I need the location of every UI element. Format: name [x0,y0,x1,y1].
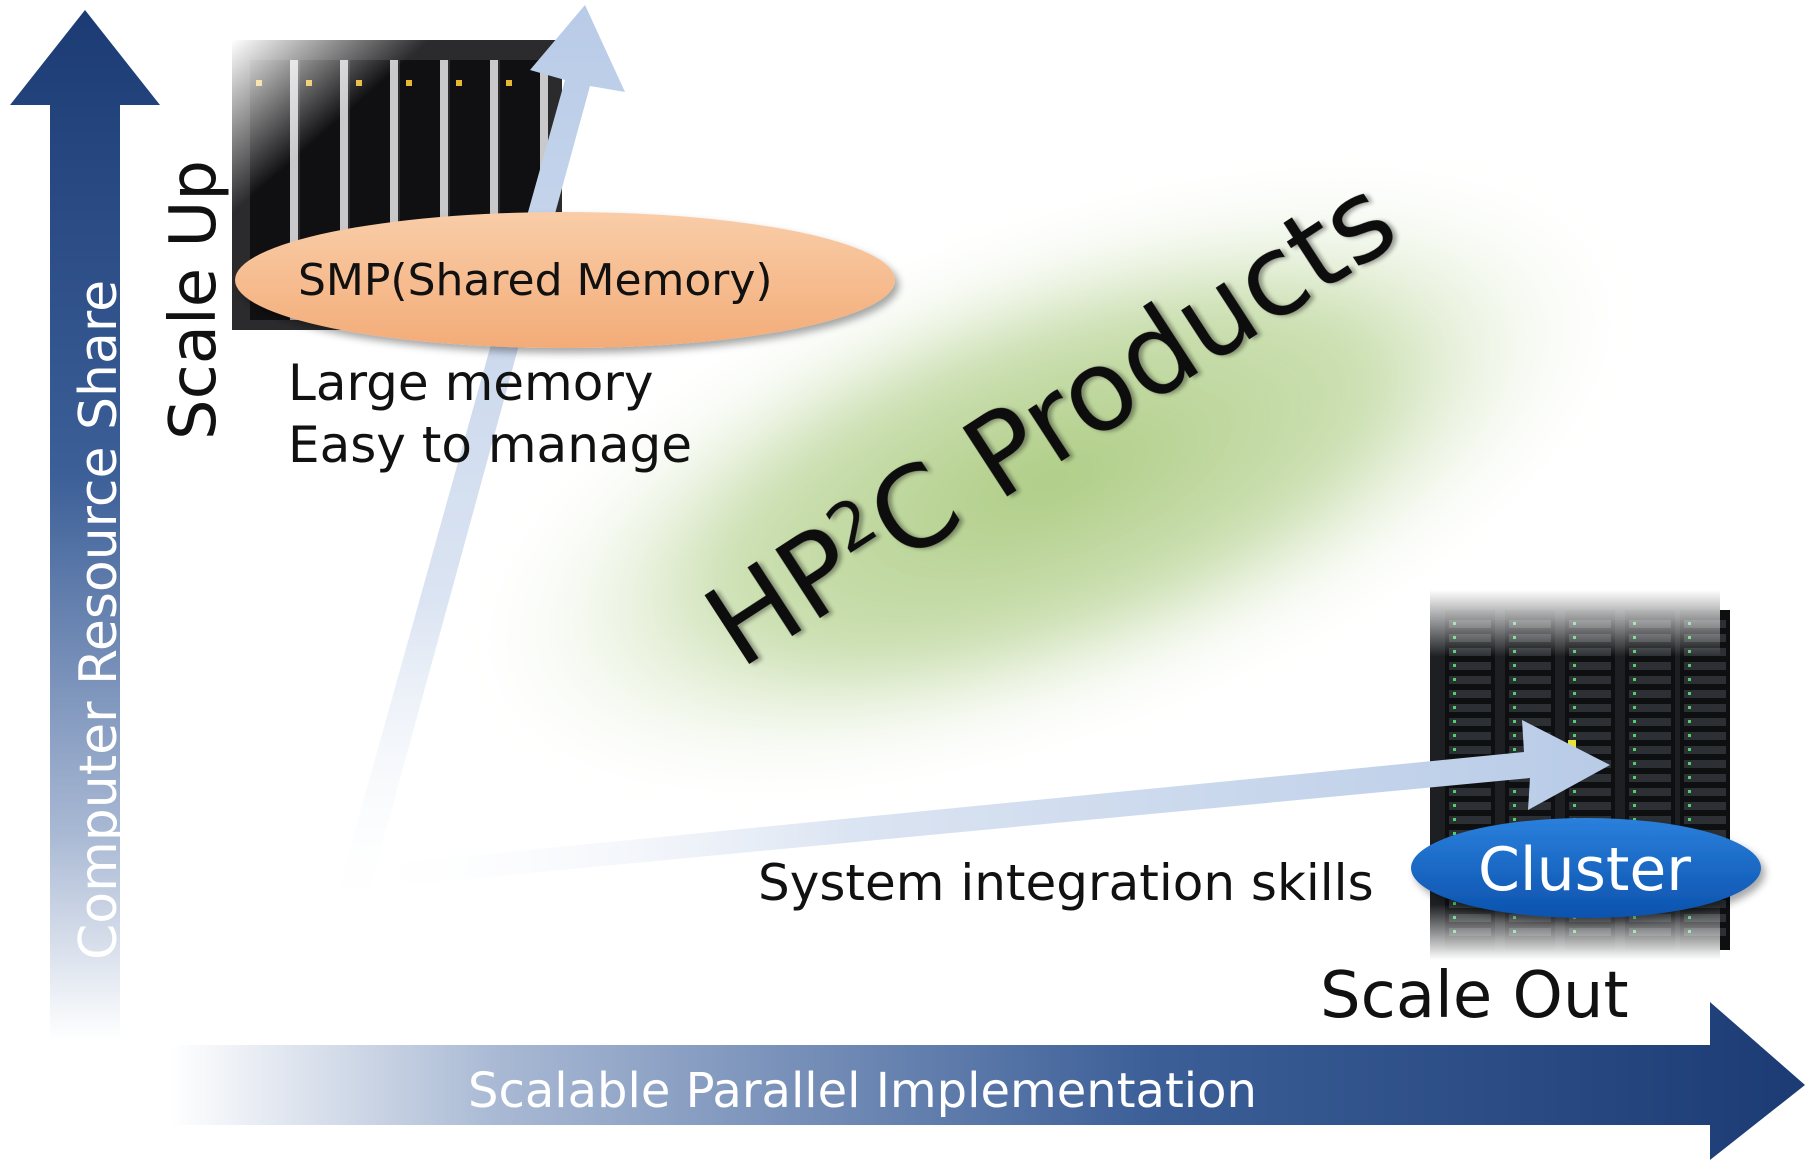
smp-feature-easy-to-manage: Easy to manage [288,416,692,474]
scale-up-arrow [330,5,625,925]
products-glow [461,163,1639,797]
cluster-feature: System integration skills [758,854,1374,912]
scale-up-label: Scale Up [157,160,231,440]
vertical-axis-label: Computer Resource Share [69,280,129,960]
horizontal-axis-arrow: Scalable Parallel Implementation [170,1002,1805,1160]
cluster-badge [1411,818,1761,918]
smp-feature-large-memory: Large memory [288,354,653,412]
cluster-badge-label: Cluster [1478,835,1691,905]
smp-badge-label: SMP(Shared Memory) [298,255,773,306]
scale-out-label: Scale Out [1320,959,1629,1033]
horizontal-axis-label: Scalable Parallel Implementation [468,1063,1257,1119]
smp-badge [235,212,895,348]
vertical-axis-arrow: Computer Resource Share [10,10,160,1040]
scale-out-arrow [345,720,1610,890]
